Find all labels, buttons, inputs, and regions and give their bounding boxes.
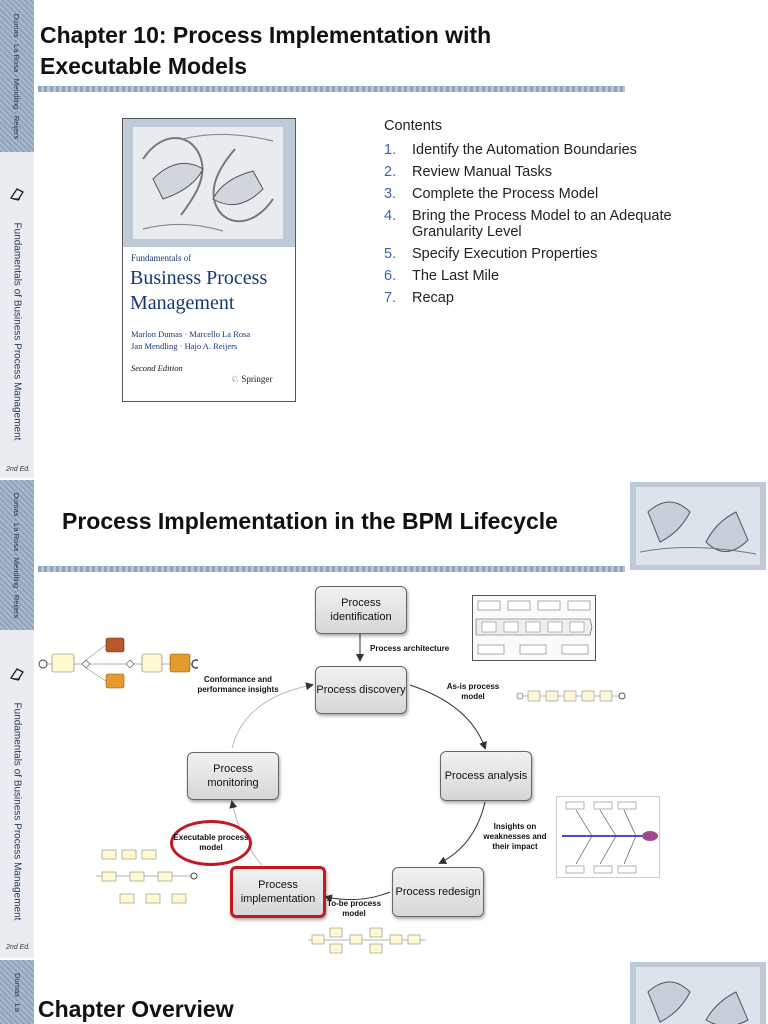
book-cover-title-line2: Management xyxy=(130,292,235,314)
contents-item-text: Complete the Process Model xyxy=(412,186,599,202)
contents-item-text: The Last Mile xyxy=(412,268,500,284)
node-process-monitoring[interactable]: Process monitoring xyxy=(187,752,279,800)
fishbone-diagram-thumbnail xyxy=(556,796,660,878)
book-cover-authors-line1: Marlon Dumas · Marcello La Rosa xyxy=(131,329,251,339)
bpmn-monitoring-thumbnail xyxy=(38,637,198,689)
contents-item-text: Identify the Automation Boundaries xyxy=(412,142,637,158)
book-cover-edition: Second Edition xyxy=(131,363,183,373)
drawing-hands-thumbnail xyxy=(630,482,766,570)
contents-item[interactable]: 3. Complete the Process Model xyxy=(384,186,682,202)
contents-item[interactable]: 2. Review Manual Tasks xyxy=(384,164,682,180)
contents-item-number: 4. xyxy=(384,208,397,224)
contents-list: Contents 1. Identify the Automation Bound… xyxy=(384,118,682,312)
label-conformance-insights: Conformance and performance insights xyxy=(197,675,279,694)
book-cover: Fundamentals of Business Process Managem… xyxy=(122,118,296,402)
book-cover-series: Fundamentals of xyxy=(131,253,192,263)
slide-title-line1: Chapter 10: Process Implementation with xyxy=(40,22,492,48)
contents-item-text: Specify Execution Properties xyxy=(412,246,598,262)
contents-item-number: 3. xyxy=(384,186,397,202)
book-icon xyxy=(8,666,26,682)
sidebar: Dumas · La Rosa · Mendling · Reijers Fun… xyxy=(0,480,34,958)
drawing-hands-illustration xyxy=(123,119,295,247)
label-executable-model: Executable process model xyxy=(173,833,249,852)
contents-heading: Contents xyxy=(384,118,443,134)
contents-item-number: 6. xyxy=(384,268,397,284)
contents-item-text: Bring the Process Model to an Adequate G… xyxy=(412,208,672,240)
process-architecture-thumbnail xyxy=(472,595,596,661)
executable-model-thumbnail xyxy=(96,849,198,904)
title-rule xyxy=(38,566,625,572)
contents-item[interactable]: 6. The Last Mile xyxy=(384,268,682,284)
executable-model-ellipse: Executable process model xyxy=(170,820,252,866)
sidebar-texture xyxy=(0,960,34,1024)
slide-title: Chapter Overview xyxy=(38,996,234,1022)
label-process-architecture: Process architecture xyxy=(370,644,450,653)
sidebar-texture xyxy=(0,0,34,152)
node-process-discovery[interactable]: Process discovery xyxy=(315,666,407,714)
contents-item-number: 2. xyxy=(384,164,397,180)
node-process-implementation[interactable]: Process implementation xyxy=(230,866,326,918)
sidebar-edition: 2nd Ed. xyxy=(6,466,31,473)
slide-bpm-lifecycle: Dumas · La Rosa · Mendling · Reijers Fun… xyxy=(0,480,768,958)
contents-item[interactable]: 5. Specify Execution Properties xyxy=(384,246,682,262)
slide-chapter-overview: Dumas · La Chapter Overview xyxy=(0,960,768,1024)
label-insights-weaknesses: Insights on weaknesses and their impact xyxy=(483,822,547,851)
contents-item[interactable]: 4. Bring the Process Model to an Adequate… xyxy=(384,208,682,240)
book-cover-authors-line2: Jan Mendling · Hajo A. Reijers xyxy=(131,341,238,351)
slide-chapter-title: Dumas · La Rosa · Mendling · Reijers Fun… xyxy=(0,0,768,478)
node-process-analysis[interactable]: Process analysis xyxy=(440,751,532,801)
contents-item-text: Recap xyxy=(412,290,454,306)
slide-title: Process Implementation in the BPM Lifecy… xyxy=(62,508,558,534)
contents-item-number: 5. xyxy=(384,246,397,262)
slide-title-line2: Executable Models xyxy=(40,53,248,79)
title-rule xyxy=(38,86,625,92)
sidebar-edition: 2nd Ed. xyxy=(6,944,31,951)
label-as-is-model: As-is process model xyxy=(446,682,500,701)
contents-item-text: Review Manual Tasks xyxy=(412,164,552,180)
sidebar-authors: Dumas · La Rosa · Mendling · Reijers xyxy=(12,13,22,139)
node-process-redesign[interactable]: Process redesign xyxy=(392,867,484,917)
springer-logo: ♘ Springer xyxy=(231,374,272,385)
label-to-be-model: To-be process model xyxy=(326,899,382,918)
book-icon xyxy=(8,186,26,202)
contents-item-number: 7. xyxy=(384,290,397,306)
sidebar: Dumas · La xyxy=(0,960,34,1024)
sidebar-book-title: Fundamentals of Business Process Managem… xyxy=(11,222,23,440)
as-is-model-thumbnail xyxy=(516,690,626,702)
to-be-model-thumbnail xyxy=(308,927,426,954)
springer-label: Springer xyxy=(241,374,273,384)
sidebar-texture xyxy=(0,480,34,630)
springer-icon: ♘ xyxy=(231,374,240,384)
sidebar: Dumas · La Rosa · Mendling · Reijers Fun… xyxy=(0,0,34,478)
drawing-hands-thumbnail xyxy=(630,962,766,1024)
book-cover-title-line1: Business Process xyxy=(130,267,268,289)
contents-item[interactable]: 7. Recap xyxy=(384,290,682,306)
contents-item-number: 1. xyxy=(384,142,397,158)
node-process-identification[interactable]: Process identification xyxy=(315,586,407,634)
contents-item[interactable]: 1. Identify the Automation Boundaries xyxy=(384,142,682,158)
sidebar-authors: Dumas · La xyxy=(12,972,22,1012)
